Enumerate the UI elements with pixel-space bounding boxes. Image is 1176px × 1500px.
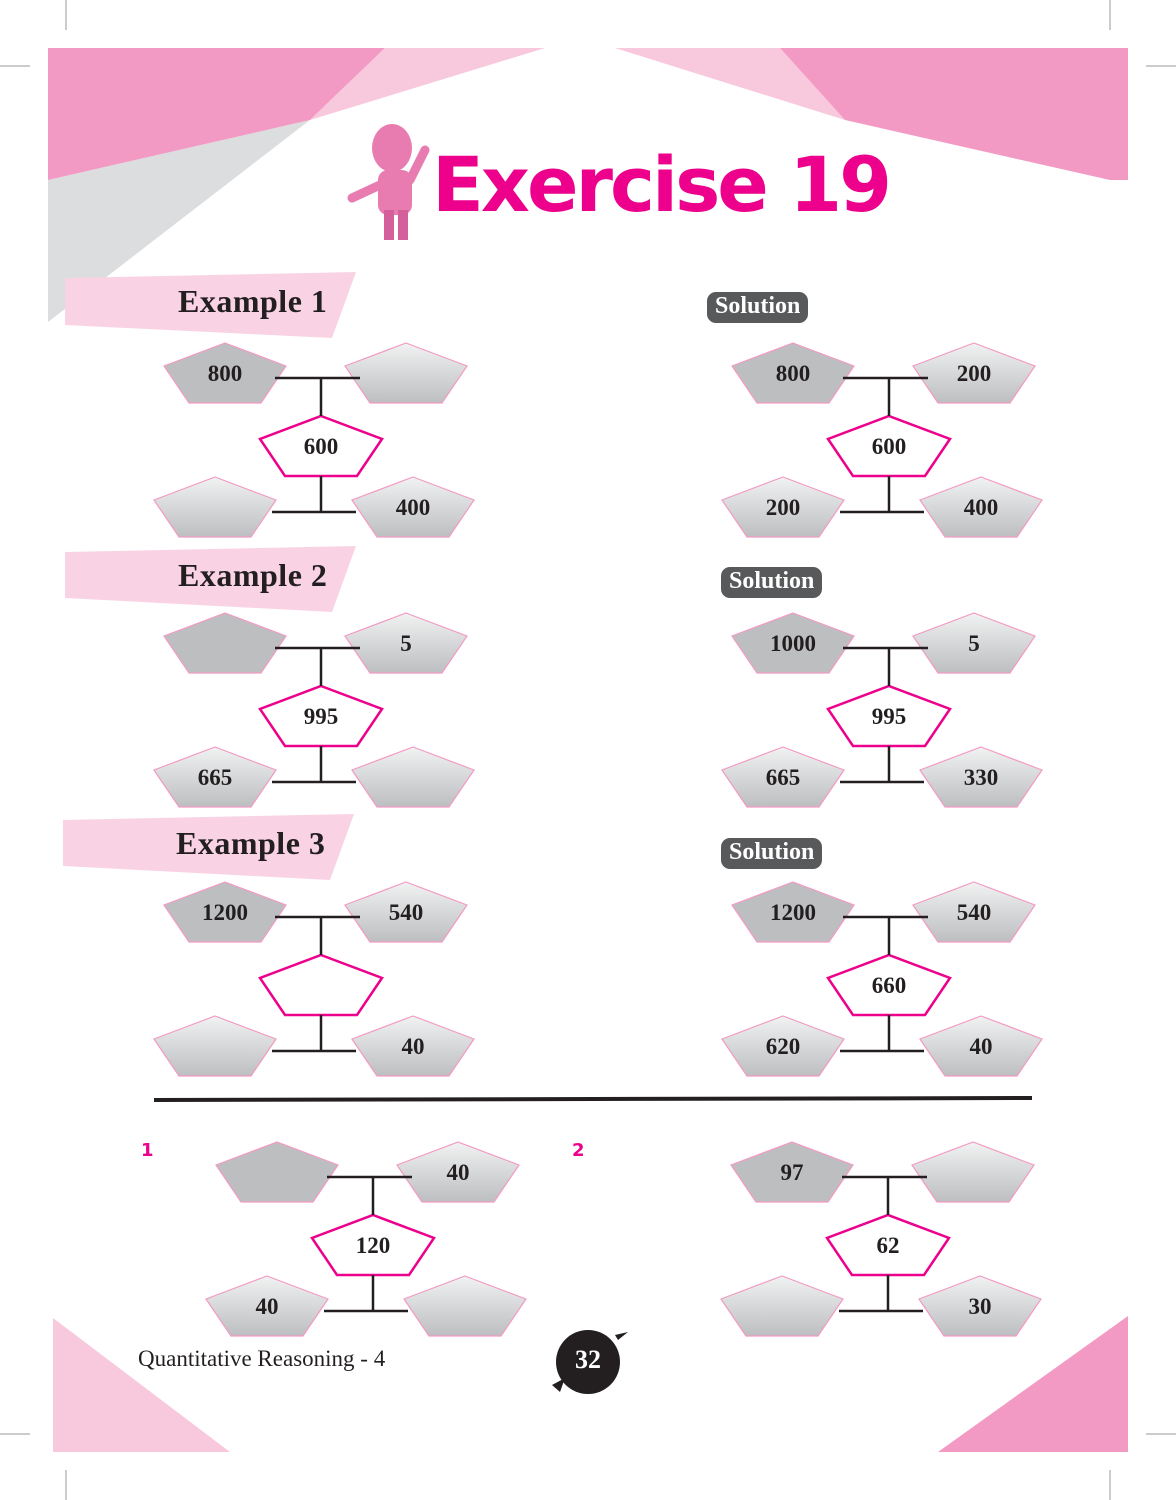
pentagon-bottom-right — [919, 746, 1043, 808]
pentagon-value-bottom-left: 620 — [766, 1034, 801, 1059]
pentagon-top-right — [344, 881, 468, 943]
pentagon-bottom-right — [919, 476, 1043, 538]
pentagon-bottom-left — [153, 746, 277, 808]
pentagon-top-right — [344, 612, 468, 674]
pentagon-bottom-left — [721, 1015, 845, 1077]
pentagon-middle — [258, 953, 384, 1017]
pentagon-value-middle: 660 — [872, 973, 907, 998]
pentagon-value-top-right: 540 — [957, 900, 992, 925]
pentagon-bottom-right — [351, 746, 475, 808]
section-divider — [153, 1096, 1033, 1102]
pentagon-value-top-left: 800 — [208, 361, 243, 386]
example-2-label: Example 2 — [178, 557, 328, 593]
pentagon-value-bottom-left: 40 — [256, 1294, 279, 1319]
example-1-label: Example 1 — [178, 283, 328, 319]
pentagon-value-top-left: 97 — [781, 1160, 804, 1185]
solution-badge-2: Solution — [721, 567, 823, 598]
pentagon-value-bottom-left: 200 — [766, 495, 801, 520]
pentagon-value-middle: 120 — [356, 1233, 391, 1258]
pentagon-top-right — [344, 342, 468, 404]
pentagon-value-top-right: 40 — [447, 1160, 470, 1185]
pentagon-value-top-left: 800 — [776, 361, 811, 386]
question-2-number: 2 — [572, 1140, 585, 1161]
pentagon-value-bottom-right: 330 — [964, 765, 999, 790]
question-1-number: 1 — [141, 1140, 154, 1161]
pentagon-value-bottom-right: 400 — [964, 495, 999, 520]
pentagon-diagram: 1000 5 995 665 330 — [721, 612, 1043, 808]
pentagon-value-top-right: 540 — [389, 900, 424, 925]
pentagon-diagram: 800 600 400 — [153, 342, 475, 538]
pentagon-bottom-right — [919, 1015, 1043, 1077]
pentagon-bottom-right — [351, 1015, 475, 1077]
pentagon-value-top-left: 1000 — [770, 631, 816, 656]
pentagon-value-top-right: 5 — [968, 631, 980, 656]
exercise-title: Exercise 19 — [432, 140, 892, 229]
pentagon-value-top-left: 1200 — [770, 900, 816, 925]
pentagon-diagram: 40 120 40 — [205, 1141, 527, 1337]
pentagon-value-middle: 62 — [877, 1233, 900, 1258]
pentagon-value-middle: 600 — [304, 434, 339, 459]
page-number-badge — [552, 1330, 628, 1394]
pentagon-top-left — [730, 1141, 854, 1203]
pentagon-bottom-left — [721, 476, 845, 538]
pentagon-value-middle: 995 — [872, 704, 907, 729]
pentagon-top-left — [731, 342, 855, 404]
page-number: 32 — [575, 1345, 601, 1374]
pentagon-diagram: 800 200 600 200 400 — [721, 342, 1043, 538]
pentagon-value-bottom-right: 400 — [396, 495, 431, 520]
pentagon-value-bottom-right: 40 — [970, 1034, 993, 1059]
pentagon-bottom-left — [153, 1015, 277, 1077]
pentagon-top-right — [912, 342, 1036, 404]
pentagon-top-right — [912, 612, 1036, 674]
header-decoration — [48, 48, 1128, 1452]
pentagon-value-top-right: 5 — [400, 631, 412, 656]
solution-badge-1: Solution — [707, 292, 809, 323]
pentagon-value-bottom-right: 40 — [402, 1034, 425, 1059]
pentagon-top-left — [163, 881, 287, 943]
pentagon-top-left — [163, 342, 287, 404]
pentagon-bottom-left — [153, 476, 277, 538]
pentagon-top-left — [215, 1141, 339, 1203]
pentagon-diagram: 97 62 30 — [720, 1141, 1042, 1337]
example-3-label: Example 3 — [176, 825, 326, 861]
pentagon-diagram: 5 995 665 — [153, 612, 475, 808]
pentagon-bottom-left — [721, 746, 845, 808]
pentagon-bottom-right — [918, 1275, 1042, 1337]
pentagon-top-right — [396, 1141, 520, 1203]
pentagon-diagram: 1200 540 40 — [153, 881, 475, 1077]
pentagon-top-right — [912, 881, 1036, 943]
pentagon-bottom-left — [720, 1275, 844, 1337]
pentagon-value-middle: 600 — [872, 434, 907, 459]
pentagon-diagram: 1200 540 660 620 40 — [721, 881, 1043, 1077]
pentagon-top-right — [911, 1141, 1035, 1203]
pentagon-value-bottom-left: 665 — [766, 765, 801, 790]
book-title: Quantitative Reasoning - 4 — [138, 1346, 386, 1371]
pentagon-bottom-right — [351, 476, 475, 538]
mascot-icon — [347, 124, 430, 240]
pentagon-value-bottom-right: 30 — [969, 1294, 992, 1319]
pentagon-top-left — [731, 881, 855, 943]
example-banners — [63, 272, 356, 880]
pentagon-value-bottom-left: 665 — [198, 765, 233, 790]
pentagon-value-top-right: 200 — [957, 361, 992, 386]
pentagon-value-middle: 995 — [304, 704, 339, 729]
pentagon-top-left — [163, 612, 287, 674]
pentagon-bottom-right — [403, 1275, 527, 1337]
solution-badge-3: Solution — [721, 838, 823, 869]
pentagon-top-left — [731, 612, 855, 674]
pentagon-value-top-left: 1200 — [202, 900, 248, 925]
pentagon-bottom-left — [205, 1275, 329, 1337]
